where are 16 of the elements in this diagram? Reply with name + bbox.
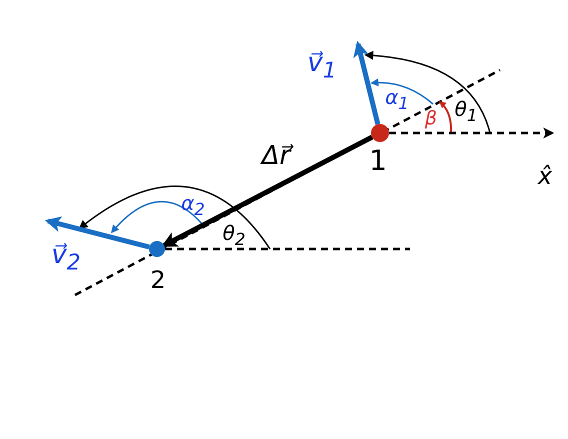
particle-label: 2: [150, 268, 166, 292]
math-label: x̂: [538, 164, 552, 188]
axis-arrow: [389, 128, 554, 138]
particle-label: 1: [369, 147, 387, 175]
particle-dot: [149, 241, 165, 257]
math-label: v⃗$_{2}$: [51, 242, 81, 274]
velocity-arrow: [353, 40, 380, 125]
math-label: θ$_{2}$: [222, 223, 246, 249]
math-label: α$_{2}$: [181, 193, 205, 219]
math-label: θ$_{1}$: [454, 99, 478, 125]
particle-dot: [371, 124, 389, 142]
math-label: α$_{1}$: [385, 87, 409, 113]
math-label: v⃗$_{1}$: [307, 50, 337, 82]
velocity-arrow: [44, 216, 150, 250]
arrow: [161, 134, 374, 248]
math-label: β: [424, 110, 438, 128]
